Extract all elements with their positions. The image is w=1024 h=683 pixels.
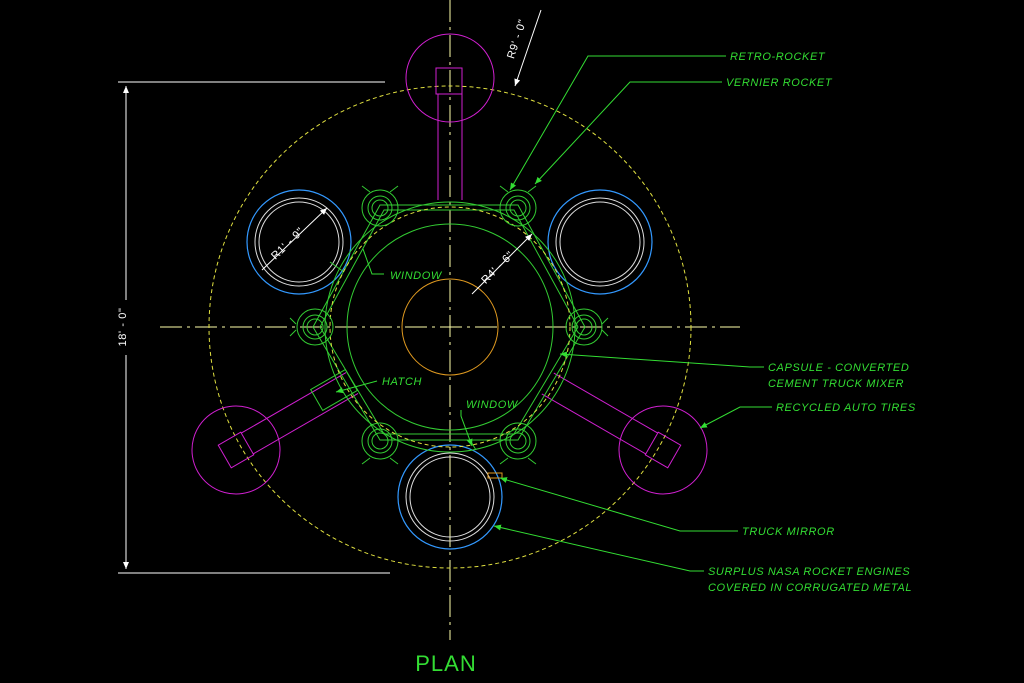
nozzle-top-right (499, 185, 537, 227)
leg-pad-right (618, 405, 708, 495)
capsule-dashed (329, 206, 571, 448)
leg-foot-left (217, 431, 255, 469)
capsule-label-line1: CAPSULE - CONVERTED (768, 362, 909, 374)
nozzle-right (565, 308, 609, 346)
landing-legs (191, 33, 708, 495)
window-upper-label: WINDOW (390, 270, 443, 282)
outer-radius-leader (514, 9, 542, 87)
truck-mirror-label: TRUCK MIRROR (742, 526, 835, 538)
capsule-leader (559, 351, 764, 368)
truck-mirror (487, 472, 503, 479)
hatch (309, 368, 359, 412)
engines-label-line1: SURPLUS NASA ROCKET ENGINES (708, 566, 910, 578)
tire-upper-right (547, 189, 653, 295)
vernier-rocket-leader (534, 81, 722, 185)
engines-leader (493, 524, 704, 572)
window-lower-leader (460, 410, 473, 447)
retro-rocket-label: RETRO-ROCKET (730, 51, 826, 63)
capsule-inner (346, 223, 554, 431)
capsule-core (401, 278, 499, 376)
capsule-radius-text: R4' - 6" (479, 249, 516, 286)
nozzle-left (289, 308, 334, 346)
rocket-nozzles (289, 185, 609, 465)
nozzle-bottom-left (361, 422, 399, 465)
drawing-title: PLAN (415, 651, 476, 676)
tire-radius-leader (261, 207, 328, 271)
capsule-outer (324, 201, 576, 453)
annotation-leaders (335, 55, 772, 572)
nozzle-top-left (361, 185, 399, 227)
leg-pad-left (191, 405, 281, 495)
tire-upper-left (246, 189, 352, 295)
leg-pad-top (405, 33, 495, 123)
centerlines (160, 0, 740, 640)
hatch-label: HATCH (382, 376, 422, 388)
recycled-tires-leader (699, 406, 772, 429)
overall-dimension (118, 81, 390, 574)
recycled-tires-label: RECYCLED AUTO TIRES (776, 402, 916, 414)
vernier-rocket-label: VERNIER ROCKET (726, 77, 833, 89)
truck-mirror-leader (499, 477, 738, 532)
tire-bottom (397, 444, 503, 550)
nozzle-bottom-right (499, 422, 537, 465)
window-upper-leader (362, 248, 384, 275)
outer-boundary-circle (208, 85, 692, 569)
leg-foot-right (644, 431, 682, 469)
window-lower-label: WINDOW (466, 399, 519, 411)
tire-radius-text: R1' - 9" (269, 225, 307, 262)
tire-rings (246, 189, 653, 550)
engines-label-line2: COVERED IN CORRUGATED METAL (708, 582, 912, 594)
hatch-leader (335, 380, 378, 394)
capsule-radius-leader (471, 233, 533, 295)
capsule-label-line2: CEMENT TRUCK MIXER (768, 378, 904, 390)
overall-dimension-text: 18' - 0" (117, 308, 129, 347)
retro-rocket-leader (509, 55, 726, 191)
leg-foot-top (435, 67, 463, 95)
